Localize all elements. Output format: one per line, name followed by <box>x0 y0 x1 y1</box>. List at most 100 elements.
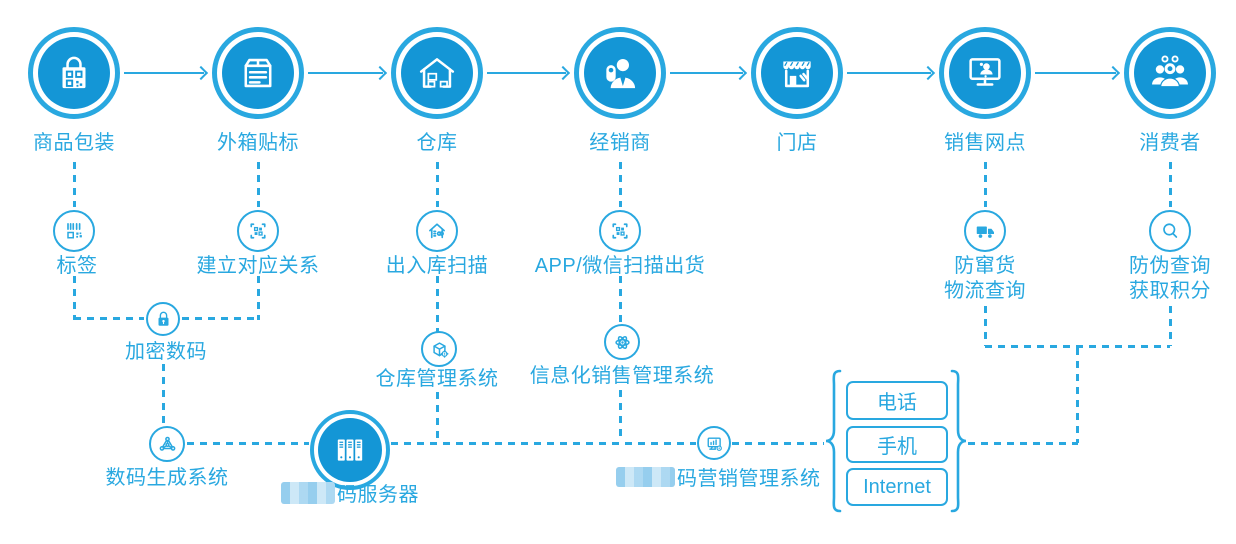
flow-arrow <box>847 72 931 74</box>
main-node-label: 销售网点 <box>944 132 1026 154</box>
logistics-truck-icon <box>976 226 994 238</box>
flow-arrowhead-icon <box>1105 65 1121 81</box>
main-node-label: 消费者 <box>1139 132 1201 154</box>
flow-arrow <box>670 72 743 74</box>
dashed-connector <box>435 392 439 442</box>
node-circle <box>1134 37 1206 109</box>
dashed-connector <box>1168 306 1172 346</box>
main-node-label: 经销商 <box>589 132 651 154</box>
package-bag-qr-icon <box>62 56 86 89</box>
carton-label-icon <box>244 58 272 88</box>
main-node-label: 门店 <box>776 132 818 154</box>
subnode-inout-scan <box>416 210 458 252</box>
flow-node-carton-labeling <box>212 27 304 119</box>
flow-arrow <box>124 72 204 74</box>
node-circle <box>401 37 473 109</box>
dashed-connector <box>983 162 987 207</box>
flow-node-sales-outlet <box>939 27 1031 119</box>
flow-node-consumer <box>1124 27 1216 119</box>
subnode-encrypted-code <box>146 302 180 336</box>
flow-node-packaging <box>28 27 120 119</box>
flow-arrowhead-icon <box>193 65 209 81</box>
cube-gear-icon <box>432 341 448 358</box>
flow-arrowhead-icon <box>732 65 748 81</box>
system-node-label: 码营销管理系统 <box>616 462 821 491</box>
sales-terminal-icon <box>969 58 1001 86</box>
flow-node-dealer <box>574 27 666 119</box>
subnode-warehouse-mgmt <box>421 331 457 367</box>
dashed-connector <box>256 162 260 207</box>
dashed-connector <box>391 442 696 445</box>
dashed-connector <box>618 162 622 207</box>
qr-scan-icon <box>612 223 628 239</box>
flow-node-code-server <box>310 410 390 490</box>
subnode-label-tag <box>53 210 95 252</box>
channel-box-internet: Internet <box>846 468 948 506</box>
redacted-brand-blur <box>616 466 675 487</box>
atom-icon <box>614 335 630 349</box>
channel-box-mobile: 手机 <box>846 426 948 463</box>
system-node-label: 码服务器 <box>281 478 419 507</box>
redacted-brand-blur <box>281 481 335 504</box>
subnode-sales-mgmt <box>604 324 640 360</box>
node-circle <box>318 418 382 482</box>
sub-node-label: 防伪查询 获取积分 <box>1060 254 1236 304</box>
dashed-connector <box>187 442 309 445</box>
flow-arrowhead-icon <box>555 65 571 81</box>
main-node-label: 外箱贴标 <box>217 132 299 154</box>
dashed-connector <box>618 276 622 324</box>
sub-node-label-line: 防伪查询 <box>1129 255 1211 277</box>
system-node-label: 信息化销售管理系统 <box>529 365 715 387</box>
dealer-person-icon <box>606 58 636 89</box>
dashed-connector <box>1075 348 1079 443</box>
dashed-connector <box>732 442 824 445</box>
flow-arrow <box>1035 72 1116 74</box>
sub-node-label-line: 物流查询 <box>944 280 1026 302</box>
barcode-label-icon <box>67 223 82 239</box>
consumers-group-icon <box>1152 55 1188 88</box>
warehouse-scan-icon <box>429 223 445 239</box>
server-icon <box>337 439 363 461</box>
system-node-label: 数码生成系统 <box>105 467 229 489</box>
dashed-connector <box>435 276 439 332</box>
dashed-connector <box>72 276 76 320</box>
channel-box-phone: 电话 <box>846 381 948 420</box>
network-nodes-icon <box>159 436 175 451</box>
dashed-connector <box>161 364 165 426</box>
subnode-code-generation <box>149 426 185 462</box>
dashed-connector <box>618 390 622 442</box>
node-circle <box>949 37 1021 109</box>
lock-icon <box>158 311 168 326</box>
main-node-label: 仓库 <box>416 132 458 154</box>
sub-node-label-line: 获取积分 <box>1129 280 1211 302</box>
sub-node-label-line: 防窜货 <box>954 255 1016 277</box>
subnode-marketing-mgmt <box>697 426 731 460</box>
subnode-link-codes <box>237 210 279 252</box>
sub-node-label: 出入库扫描 <box>385 255 489 277</box>
flow-arrow <box>487 72 566 74</box>
dashed-connector <box>968 442 1078 445</box>
node-circle <box>38 37 110 109</box>
qr-scan-icon <box>250 223 266 239</box>
sub-node-label: 标签 <box>56 255 98 277</box>
search-icon <box>1163 223 1178 238</box>
sub-node-label: 防窜货 物流查询 <box>875 254 1095 304</box>
closing-brace <box>950 369 967 513</box>
dashed-connector <box>435 162 439 207</box>
flow-arrowhead-icon <box>372 65 388 81</box>
dashed-connector <box>983 306 987 346</box>
flow-arrowhead-icon <box>920 65 936 81</box>
flow-arrow <box>308 72 383 74</box>
subnode-app-wechat-scan <box>599 210 641 252</box>
system-node-label: 加密数码 <box>125 341 207 363</box>
main-node-label: 商品包装 <box>33 132 115 154</box>
subnode-anti-diversion <box>964 210 1006 252</box>
dashed-connector <box>72 162 76 207</box>
subnode-anti-fake-query <box>1149 210 1191 252</box>
code-server-label: 码服务器 <box>337 484 419 506</box>
marketing-system-label: 码营销管理系统 <box>677 468 821 490</box>
warehouse-icon <box>419 58 455 88</box>
marketing-monitor-icon <box>707 437 722 451</box>
dashed-connector <box>985 345 1170 348</box>
